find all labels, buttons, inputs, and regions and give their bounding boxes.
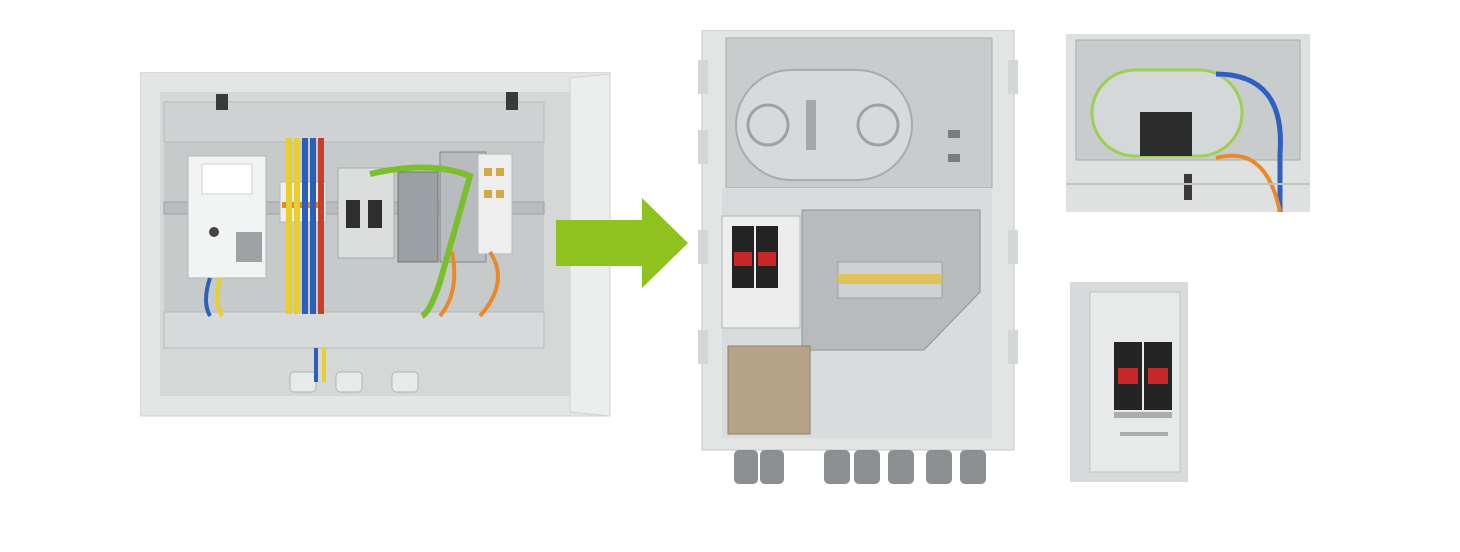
din-rail bbox=[838, 274, 942, 284]
surge-protector bbox=[721, 215, 801, 329]
splice-tray-detail-image bbox=[1066, 34, 1310, 212]
control-cabinet-image bbox=[140, 72, 612, 418]
cable-glands bbox=[289, 371, 419, 393]
green-arrow-icon bbox=[556, 198, 688, 288]
mounting-plate bbox=[801, 209, 981, 351]
fiber-enclosure-image bbox=[698, 30, 1020, 490]
metal-box bbox=[727, 345, 811, 435]
breakers bbox=[337, 167, 395, 259]
bottom-cable-duct bbox=[163, 311, 545, 349]
power-supply bbox=[187, 155, 267, 279]
patch-panel bbox=[477, 153, 513, 255]
fiber-splice-tray bbox=[725, 37, 993, 189]
cable-glands bbox=[734, 450, 986, 484]
surge-protector-detail-image bbox=[1070, 282, 1188, 482]
